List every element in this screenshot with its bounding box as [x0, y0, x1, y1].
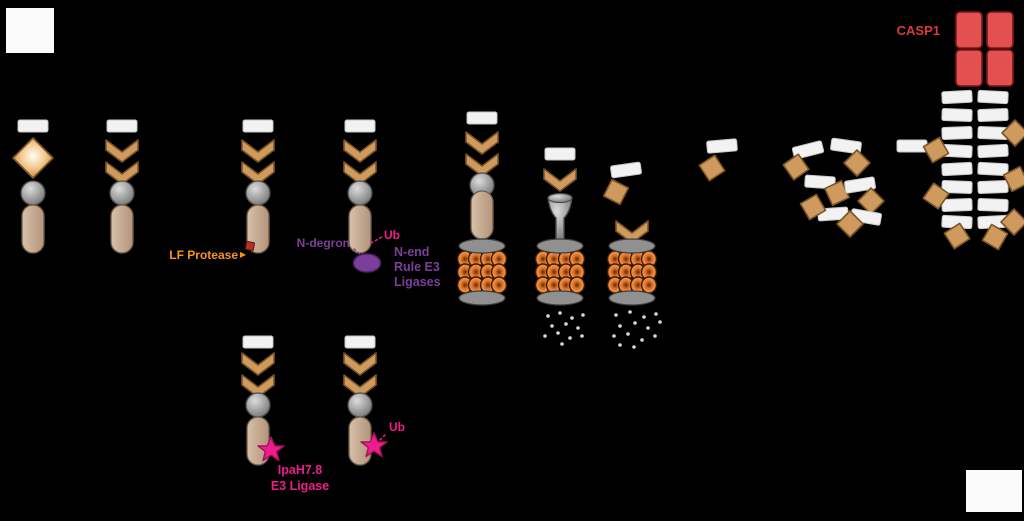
fragment-oligomer — [780, 137, 885, 238]
molecule-autoinhibited — [105, 119, 139, 254]
diamond-domain-icon — [843, 149, 871, 177]
rect-domain-icon — [242, 119, 274, 133]
inflammasome-complex: CASP1 — [896, 11, 1024, 254]
chevron-domain-icon — [343, 139, 377, 163]
corner-box-top-left — [6, 8, 54, 53]
rect-domain-icon — [941, 161, 973, 177]
rect-domain-icon — [977, 107, 1009, 123]
chevron-domain-icon — [241, 139, 275, 163]
caspase-subunit-icon — [986, 49, 1014, 87]
rect-domain-icon — [242, 335, 274, 349]
pill-domain-icon — [348, 204, 372, 254]
rect-domain-icon — [466, 111, 498, 125]
molecule-full-length — [12, 119, 54, 254]
chevron-domain-icon — [465, 131, 499, 155]
rect-domain-icon — [941, 125, 973, 141]
n-end-rule-label-line3: Ligases — [394, 275, 441, 289]
rect-domain-icon — [896, 139, 928, 153]
caspase-subunit-icon — [955, 49, 983, 87]
rect-domain-icon — [544, 147, 576, 161]
pill-domain-icon — [348, 416, 372, 466]
rect-domain-icon — [977, 161, 1009, 177]
sphere-domain-icon — [347, 392, 373, 418]
casp1-label: CASP1 — [897, 23, 940, 38]
proteasome-icon — [606, 238, 658, 306]
e3-ligase-oval-icon — [352, 253, 382, 273]
corner-box-bottom-right — [966, 470, 1022, 512]
pill-domain-icon — [470, 190, 494, 240]
caspase-subunit-icon — [986, 11, 1014, 49]
molecule-fragment-releasing — [598, 161, 662, 349]
rect-domain-icon — [344, 119, 376, 133]
rect-domain-icon — [977, 143, 1009, 159]
molecule-ipah-targeted: IpaH7.8 E3 Ligase — [241, 335, 329, 493]
ipah-label-line2: E3 Ligase — [271, 479, 329, 493]
rect-domain-icon — [17, 119, 49, 133]
ub-top-label: Ub — [384, 228, 400, 242]
sphere-domain-icon — [20, 180, 46, 206]
chevron-domain-icon — [343, 352, 377, 376]
pill-domain-icon — [21, 204, 45, 254]
proteasome-icon — [534, 238, 586, 306]
rect-domain-icon — [106, 119, 138, 133]
molecule-ipah-ubiquitinated: Ub — [343, 335, 405, 466]
cleavage-site-square-icon — [245, 241, 255, 251]
molecule-lf-cleaved: LF Protease ▸ — [169, 119, 275, 262]
diamond-domain-icon — [1001, 119, 1024, 147]
rect-domain-icon — [344, 335, 376, 349]
degradation-products — [612, 310, 662, 349]
n-degron-pointer-line — [353, 248, 364, 258]
n-end-rule-label-line2: Rule E3 — [394, 260, 440, 274]
sphere-domain-icon — [245, 392, 271, 418]
rect-domain-icon — [977, 179, 1009, 195]
rect-domain-icon — [977, 89, 1009, 105]
diamond-domain-icon — [695, 151, 729, 185]
proteasome-icon — [456, 238, 508, 306]
rect-domain-icon — [977, 197, 1009, 213]
chevron-domain-icon — [241, 352, 275, 376]
ubiquitin-pointer-line — [370, 236, 383, 244]
funnel-domain-icon — [547, 192, 573, 241]
lf-protease-label: LF Protease — [169, 248, 238, 262]
diamond-domain-glow-icon — [12, 137, 54, 179]
released-fragment — [695, 138, 738, 185]
chevron-domain-icon — [105, 139, 139, 163]
pill-domain-icon — [110, 204, 134, 254]
rect-domain-icon — [941, 107, 973, 123]
degradation-products — [543, 311, 585, 346]
rect-domain-icon — [609, 161, 643, 179]
diamond-domain-icon — [598, 174, 634, 210]
lf-protease-arrow-icon: ▸ — [240, 247, 246, 261]
rect-domain-icon — [941, 89, 973, 105]
n-end-rule-label-line1: N-end — [394, 245, 429, 259]
sphere-domain-icon — [109, 180, 135, 206]
rect-domain-icon — [941, 197, 973, 213]
ipah-label-line1: IpaH7.8 — [278, 463, 323, 477]
rect-domain-icon — [706, 138, 738, 154]
molecule-proteasome-docked — [456, 111, 508, 306]
sphere-domain-icon — [245, 180, 271, 206]
ubiquitin-pointer-line — [379, 432, 388, 441]
ub-bottom-label: Ub — [389, 420, 405, 434]
n-degron-label: N-degron — [297, 236, 350, 250]
molecule-n-degron-ubiquitinated: N-degron Ub N-end Rule E3 Ligases — [297, 119, 441, 289]
caspase-subunit-icon — [955, 11, 983, 49]
sphere-domain-icon — [347, 180, 373, 206]
chevron-domain-icon — [543, 168, 577, 192]
molecule-proteasome-degrading — [534, 147, 586, 346]
